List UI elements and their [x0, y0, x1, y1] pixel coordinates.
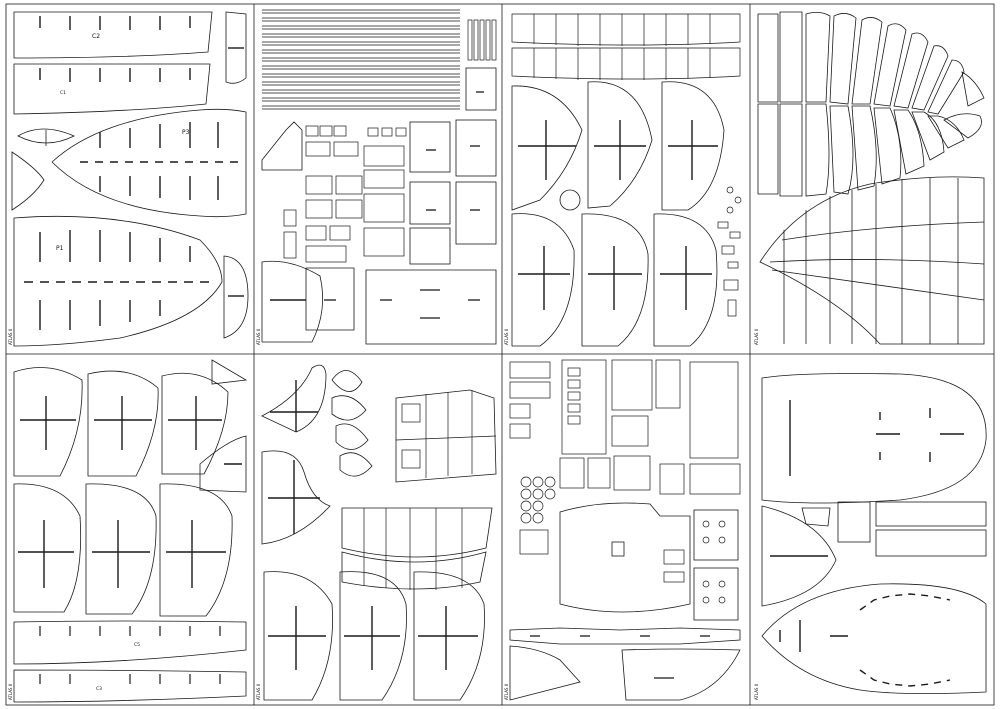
panel-1: [11, 11, 249, 347]
sheet-stamp-2: ATLAS II: [256, 329, 261, 345]
sheet-stamp-7: ATLAS II: [504, 684, 509, 700]
part-label-c3: C3: [96, 686, 102, 692]
sheet-stamp-8: ATLAS II: [754, 684, 759, 700]
sheet-stamp-3: ATLAS II: [504, 329, 509, 345]
panel-7: [509, 359, 741, 701]
part-label-c5: C5: [134, 642, 140, 648]
sheet-stamp-6: ATLAS II: [256, 684, 261, 700]
panel-4: [757, 11, 985, 345]
panel-2: [261, 9, 497, 345]
panel-grid: [5, 3, 995, 706]
sheet-stamp-5: ATLAS II: [8, 684, 13, 700]
sheet-stamp-4: ATLAS II: [754, 329, 759, 345]
panel-3: [511, 13, 742, 347]
part-label-c2: C2: [92, 33, 100, 40]
panel-6: [261, 364, 497, 701]
part-label-c1: C1: [60, 90, 66, 96]
sheet-stamp-1: ATLAS II: [8, 329, 13, 345]
panel-5: [13, 359, 248, 703]
part-label-p3: P3: [182, 129, 190, 136]
part-label-p1: P1: [56, 245, 64, 252]
panel-8: [761, 373, 987, 694]
